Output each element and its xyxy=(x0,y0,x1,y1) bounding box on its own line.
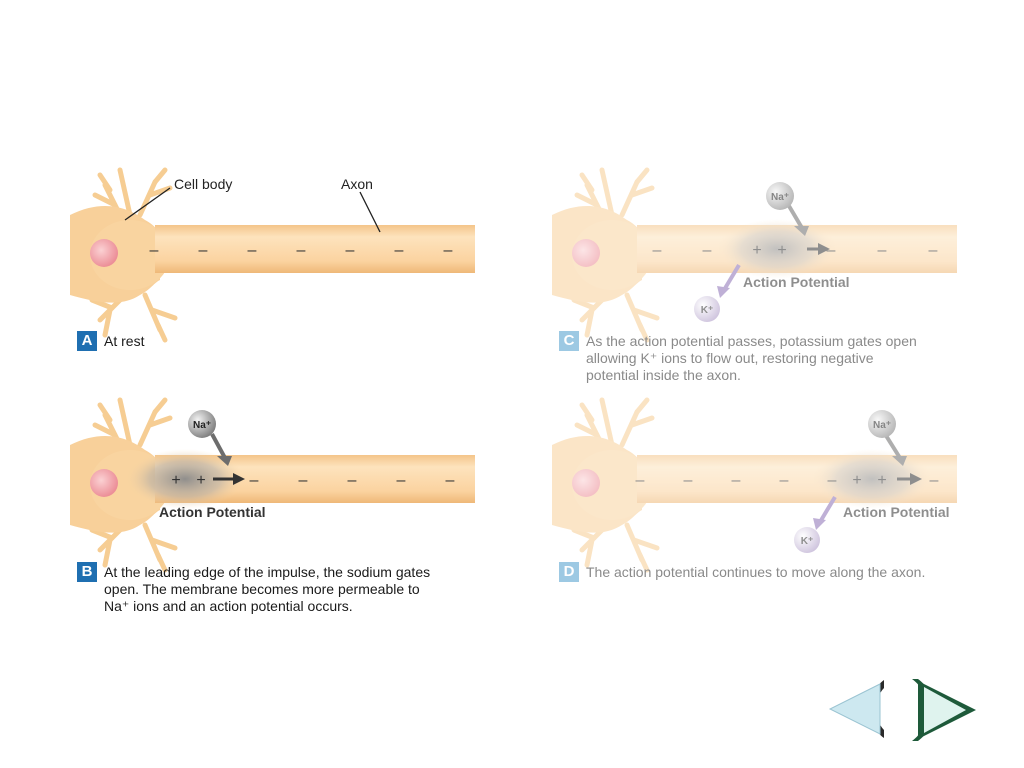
left-chevron-icon xyxy=(828,680,884,738)
action-potential-glow-b xyxy=(125,449,245,509)
na-influx-arrow-c xyxy=(787,204,804,230)
neuron-d-illustration: Na⁺ K⁺ –––––++– xyxy=(552,400,957,560)
positive-charge: + xyxy=(852,472,861,489)
k-efflux-arrow-c xyxy=(722,263,741,292)
negative-charge: – xyxy=(780,472,789,489)
na-ion-c-label: Na⁺ xyxy=(771,192,789,203)
panel-c: Na⁺ K⁺ – – + + – – – Action Potential xyxy=(552,170,972,330)
cell-body-leader-line xyxy=(124,187,171,221)
k-ion-c-label: K⁺ xyxy=(701,305,714,316)
k-ion-d xyxy=(794,527,820,553)
negative-charge: – xyxy=(199,242,208,259)
negative-charge: – xyxy=(299,472,308,489)
ap-label-b: Action Potential xyxy=(159,504,266,520)
positive-charge: + xyxy=(196,472,205,489)
action-potential-glow-c xyxy=(717,219,837,279)
prev-slide-button[interactable] xyxy=(826,678,888,740)
negative-charge: – xyxy=(250,472,259,489)
panel-d: Na⁺ K⁺ –––––++– Action Potential xyxy=(552,400,972,560)
negative-charge: – xyxy=(878,242,887,259)
negative-charge: – xyxy=(248,242,257,259)
panel-letter-c: C xyxy=(559,331,579,351)
negative-charge: – xyxy=(684,472,693,489)
negative-charge: – xyxy=(397,472,406,489)
caption-c-text: As the action potential passes, potassiu… xyxy=(586,333,917,383)
negative-charge: – xyxy=(703,242,712,259)
caption-b-text: At the leading edge of the impulse, the … xyxy=(104,564,431,614)
caption-a-text: At rest xyxy=(104,333,145,349)
caption-d-text: The action potential continues to move a… xyxy=(586,564,926,580)
axon-leader-line xyxy=(359,191,381,233)
negative-charge: – xyxy=(732,472,741,489)
negative-charge: – xyxy=(346,242,355,259)
ap-label-d: Action Potential xyxy=(843,504,950,520)
negative-charge: – xyxy=(653,242,662,259)
na-influx-arrow-b xyxy=(210,433,227,459)
neuron-a-illustration: ––––––– xyxy=(70,170,475,340)
panel-letter-b: B xyxy=(77,562,97,582)
positive-charge: + xyxy=(752,242,761,259)
caption-d: D The action potential continues to move… xyxy=(559,562,986,582)
positive-charge: + xyxy=(171,472,180,489)
right-chevron-icon xyxy=(912,679,976,741)
ap-label-c: Action Potential xyxy=(743,274,850,290)
negative-charge: – xyxy=(636,472,645,489)
na-ion-c xyxy=(766,182,794,210)
na-influx-arrow-d xyxy=(883,432,902,460)
k-ion-c xyxy=(694,296,720,322)
axon-a xyxy=(155,225,475,273)
negative-charge: – xyxy=(444,242,453,259)
k-ion-d-label: K⁺ xyxy=(801,536,814,547)
caption-b: B At the leading edge of the impulse, th… xyxy=(77,562,479,615)
panel-letter-d: D xyxy=(559,562,579,582)
negative-charge: – xyxy=(348,472,357,489)
negative-charge: – xyxy=(828,472,837,489)
na-ion-b-label: Na⁺ xyxy=(193,420,211,431)
k-efflux-arrow-d xyxy=(818,495,837,524)
axon-label: Axon xyxy=(341,176,373,192)
na-ion-d-label: Na⁺ xyxy=(873,420,891,431)
panel-b: Na⁺ + + – – – – – Action Potential xyxy=(70,400,490,560)
negative-charge: – xyxy=(395,242,404,259)
caption-c: C As the action potential passes, potass… xyxy=(559,331,961,384)
positive-charge: + xyxy=(777,242,786,259)
negative-charge: – xyxy=(929,242,938,259)
negative-charge: – xyxy=(446,472,455,489)
caption-a: A At rest xyxy=(77,331,479,351)
negative-charge: – xyxy=(297,242,306,259)
positive-charge: + xyxy=(877,472,886,489)
panel-letter-a: A xyxy=(77,331,97,351)
negative-charge: – xyxy=(150,242,159,259)
na-ion-b xyxy=(188,410,216,438)
neuron-c-illustration: Na⁺ K⁺ – – + + – – – xyxy=(552,170,957,330)
neuron-b-illustration: Na⁺ + + – – – – – xyxy=(70,400,475,560)
negative-charge: – xyxy=(827,242,836,259)
negative-charge: – xyxy=(930,472,939,489)
next-slide-button[interactable] xyxy=(908,677,978,743)
cell-body-label: Cell body xyxy=(174,176,233,192)
na-ion-d xyxy=(868,410,896,438)
panel-a: – – – – – – – Cell body Axon xyxy=(70,170,490,370)
